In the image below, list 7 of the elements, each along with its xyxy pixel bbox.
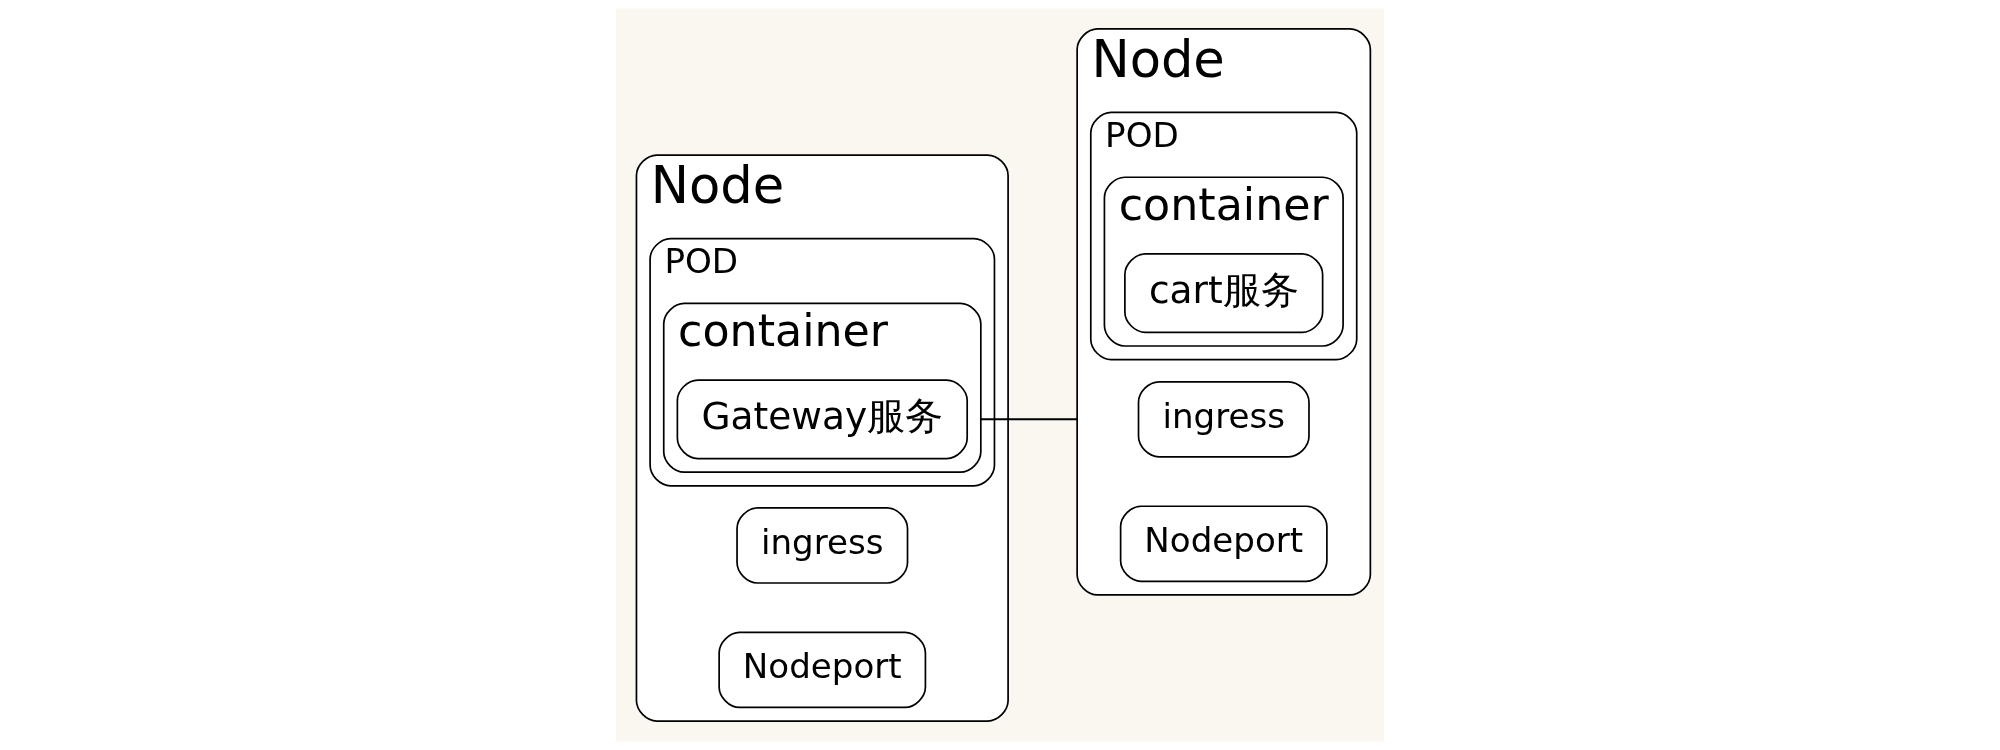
node-box: cart服务 (1124, 253, 1324, 334)
connector (980, 418, 1078, 421)
node-box: Nodeport (1119, 505, 1328, 583)
node-box: Nodeport (718, 631, 927, 709)
node-box: ingress (736, 507, 909, 584)
node-box: ingress (1137, 380, 1310, 458)
node-box: Gateway服务 (676, 379, 969, 460)
